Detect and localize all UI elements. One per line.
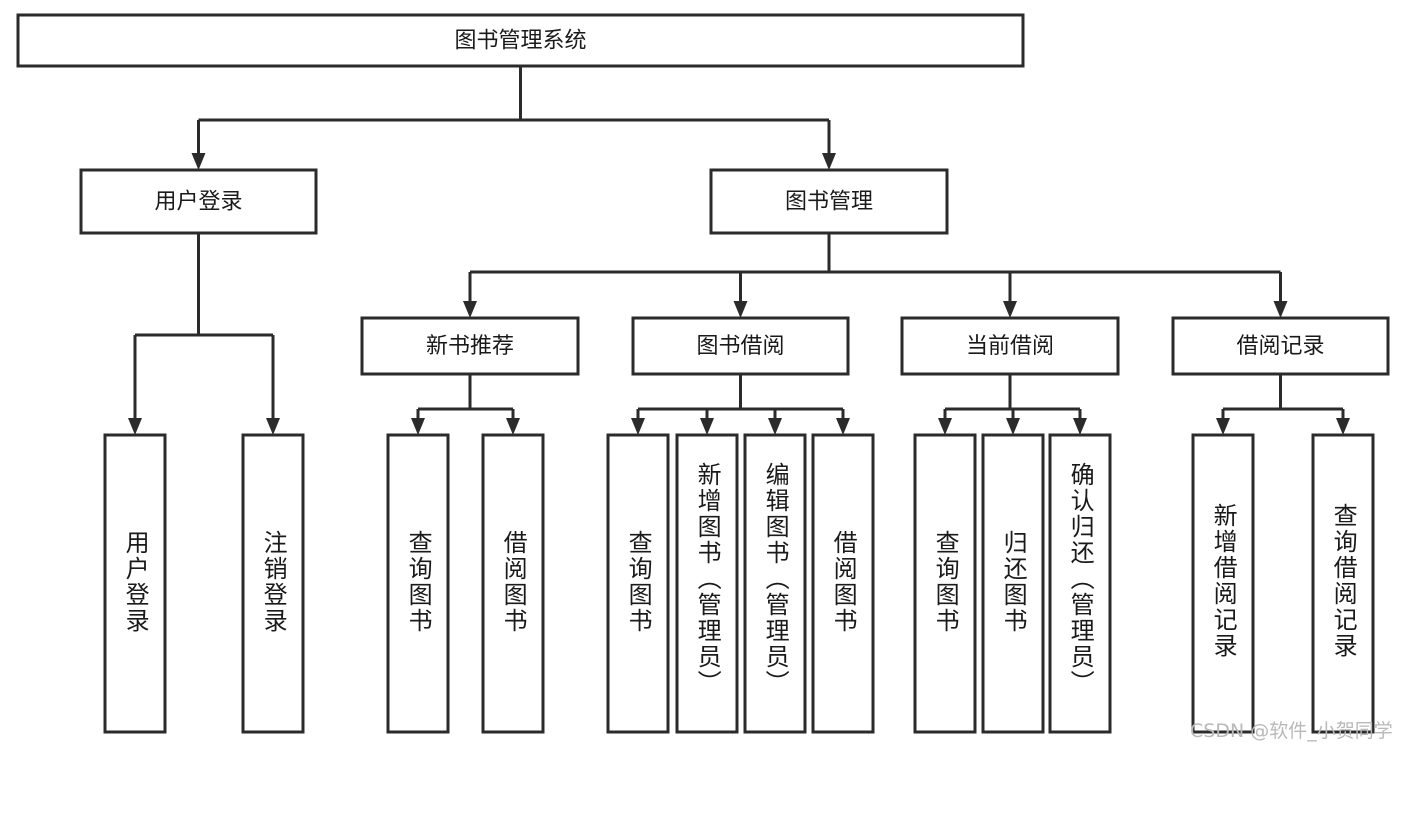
node-label: 当前借阅: [966, 334, 1054, 359]
arrow-head-icon: [822, 153, 836, 170]
node-leaf[interactable]: [606, 433, 670, 734]
node-leaf[interactable]: [981, 433, 1045, 734]
arrow-head-icon: [631, 418, 645, 435]
node-label: 借阅记录: [1236, 334, 1324, 359]
node-leaf[interactable]: [241, 433, 305, 734]
arrow-head-icon: [836, 418, 850, 435]
node-label: 新书推荐: [426, 334, 514, 359]
arrow-head-icon: [411, 418, 425, 435]
node-level2[interactable]: [79, 168, 318, 235]
node-leaf[interactable]: [1048, 433, 1112, 734]
arrow-head-icon: [700, 418, 714, 435]
node-leaf[interactable]: [743, 433, 807, 734]
node-root[interactable]: [16, 13, 1025, 68]
arrow-head-icon: [506, 418, 520, 435]
flowchart-canvas: 图书管理系统用户登录图书管理新书推荐图书借阅当前借阅借阅记录 用户登录注销登录查…: [16, 13, 1393, 742]
arrow-head-icon: [1006, 418, 1020, 435]
arrow-head-icon: [768, 418, 782, 435]
node-level2[interactable]: [709, 168, 949, 235]
node-label: 图书管理系统: [454, 29, 586, 54]
node-leaf[interactable]: [103, 433, 167, 734]
arrow-head-icon: [1003, 301, 1017, 318]
node-level3[interactable]: [1171, 316, 1390, 376]
arrow-head-icon: [128, 418, 142, 435]
node-leaf[interactable]: [481, 433, 545, 734]
node-label: 图书管理: [785, 190, 873, 215]
arrow-head-icon: [191, 153, 206, 170]
node-label: 图书借阅: [696, 334, 784, 359]
node-leaf[interactable]: [1311, 433, 1375, 734]
node-leaf[interactable]: [913, 433, 977, 734]
arrow-head-icon: [938, 418, 952, 435]
node-leaf[interactable]: [675, 433, 739, 734]
arrow-head-icon: [1336, 418, 1350, 435]
arrow-head-icon: [1273, 301, 1288, 318]
node-label: 用户登录: [154, 190, 242, 215]
node-level3[interactable]: [360, 316, 580, 376]
node-level3[interactable]: [900, 316, 1120, 376]
node-level3[interactable]: [631, 316, 850, 376]
arrow-head-icon: [1216, 418, 1230, 435]
arrow-head-icon: [463, 301, 477, 318]
node-leaf[interactable]: [1191, 433, 1255, 734]
node-leaf[interactable]: [811, 433, 875, 734]
connector-layer: [128, 66, 1350, 435]
arrow-head-icon: [266, 418, 280, 435]
node-leaf[interactable]: [386, 433, 450, 734]
arrow-head-icon: [1073, 418, 1087, 435]
arrow-head-icon: [733, 301, 748, 318]
watermark-text: CSDN @软件_小贺同学: [1190, 720, 1393, 742]
